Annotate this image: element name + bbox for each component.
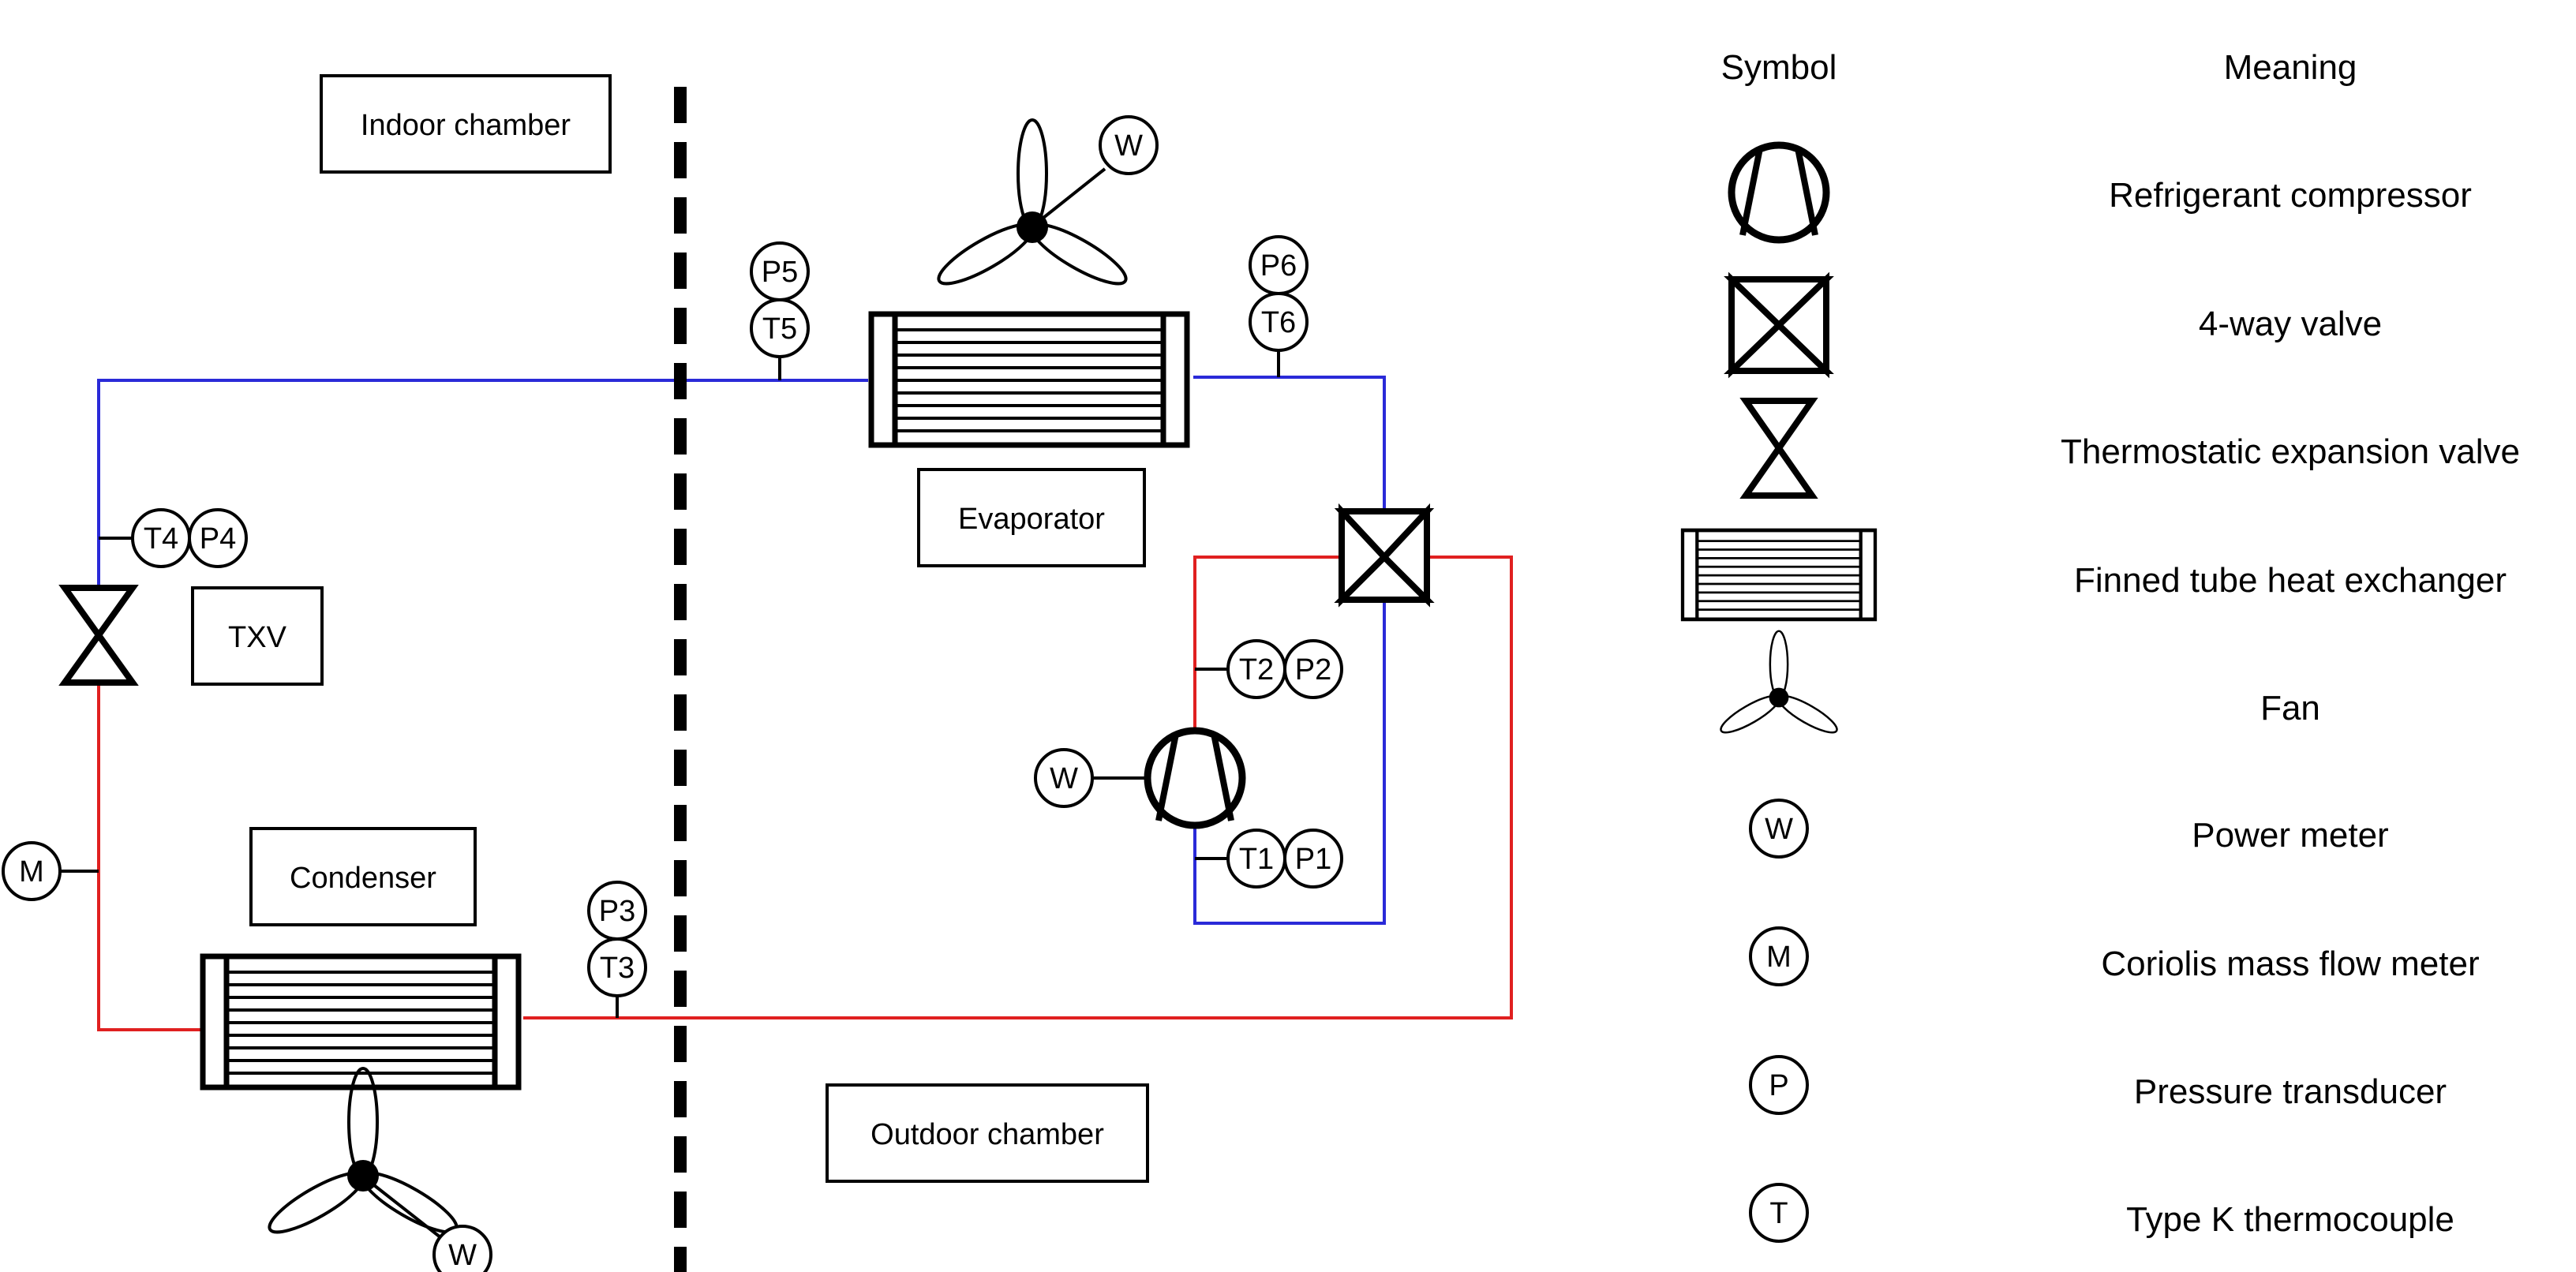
indoor-chamber-label: Indoor chamber: [320, 74, 612, 174]
legend-meaning-four-way-valve: 4-way valve: [2199, 305, 2382, 343]
legend-compressor-icon: [1728, 141, 1830, 244]
legend-mass-flow-meter-symbol: M: [1749, 926, 1809, 986]
evaporator-fan-power-meter: W: [1099, 115, 1159, 175]
sensor-T6: T6: [1249, 292, 1309, 352]
svg-text:Outdoor chamber: Outdoor chamber: [871, 1118, 1104, 1151]
outdoor-chamber-label: Outdoor chamber: [826, 1083, 1149, 1183]
discharge-pipe: [1193, 556, 1342, 738]
svg-text:T3: T3: [600, 952, 635, 985]
svg-text:T4: T4: [144, 522, 178, 556]
legend-meaning-heat-exchanger: Finned tube heat exchanger: [2074, 561, 2507, 600]
condenser-to-txv-pipe: [97, 683, 203, 1031]
sensor-P1: P1: [1283, 829, 1343, 889]
legend-meaning-expansion-valve: Thermostatic expansion valve: [2061, 432, 2520, 471]
sensor-T4: T4: [131, 508, 191, 568]
legend-header-symbol: Symbol: [1721, 48, 1837, 87]
legend-meaning-fan: Fan: [2260, 689, 2320, 728]
svg-text:W: W: [1114, 129, 1143, 163]
svg-text:Condenser: Condenser: [290, 862, 436, 895]
sensor-P4: P4: [188, 508, 248, 568]
svg-text:T6: T6: [1261, 306, 1296, 339]
legend-heat-exchanger-icon: [1683, 530, 1875, 619]
sensor-P6: P6: [1249, 235, 1309, 295]
hot-refrigerant-lines: [97, 556, 1513, 1031]
legend-meaning-thermocouple: Type K thermocouple: [2126, 1200, 2454, 1239]
svg-text:T: T: [1769, 1197, 1788, 1230]
legend-meaning-power-meter: Power meter: [2192, 816, 2388, 855]
sensor-P5: P5: [750, 241, 810, 301]
evaporator-label: Evaporator: [917, 468, 1146, 567]
condenser-fan-power-lead: [373, 1184, 442, 1239]
legend: Symbol Meaning Refrigerant compressor 4-…: [1683, 48, 2520, 1243]
svg-text:W: W: [448, 1239, 477, 1272]
txv-label: TXV: [191, 586, 324, 686]
evap-to-valve-pipe: [1193, 376, 1386, 511]
sensor-T2: T2: [1226, 639, 1286, 699]
svg-text:M: M: [19, 855, 44, 889]
svg-text:M: M: [1766, 941, 1792, 974]
legend-meaning-pressure-transducer: Pressure transducer: [2134, 1072, 2447, 1111]
svg-text:W: W: [1050, 762, 1078, 795]
compressor-power-meter: W: [1034, 748, 1094, 808]
legend-expansion-valve-icon: [1739, 398, 1818, 499]
svg-text:P2: P2: [1295, 653, 1331, 687]
valve-to-condenser-pipe: [523, 556, 1513, 1019]
svg-text:P1: P1: [1295, 843, 1331, 876]
legend-meaning-mass-flow-meter: Coriolis mass flow meter: [2101, 945, 2479, 983]
condenser-fan-power-meter: W: [432, 1225, 492, 1272]
svg-text:T5: T5: [762, 312, 797, 346]
sensor-P2: P2: [1283, 639, 1343, 699]
sensor-T5: T5: [750, 298, 810, 358]
svg-text:P: P: [1769, 1069, 1788, 1102]
sensor-T1: T1: [1226, 829, 1286, 889]
four-way-valve-icon: [1334, 503, 1435, 608]
svg-text:TXV: TXV: [228, 621, 287, 654]
svg-text:P3: P3: [599, 895, 635, 928]
evaporator-heat-exchanger: [871, 314, 1187, 445]
legend-power-meter-symbol: W: [1749, 799, 1809, 859]
legend-thermocouple-symbol: T: [1749, 1183, 1809, 1243]
mass-flow-meter: M: [2, 841, 62, 901]
cold-refrigerant-lines: [97, 376, 1386, 925]
svg-text:Evaporator: Evaporator: [958, 503, 1105, 536]
svg-text:P5: P5: [762, 256, 798, 289]
sensor-T3: T3: [587, 937, 647, 997]
legend-header-meaning: Meaning: [2224, 48, 2357, 87]
legend-four-way-valve-icon: [1724, 271, 1834, 379]
svg-text:P4: P4: [200, 522, 236, 556]
condenser-label: Condenser: [249, 827, 477, 926]
svg-text:P6: P6: [1260, 249, 1297, 282]
sensor-P3: P3: [587, 881, 647, 941]
top-cold-pipe: [97, 379, 868, 588]
svg-text:W: W: [1765, 813, 1793, 846]
svg-text:T2: T2: [1239, 653, 1274, 687]
legend-meaning-compressor: Refrigerant compressor: [2109, 176, 2472, 215]
legend-pressure-transducer-symbol: P: [1749, 1055, 1809, 1115]
compressor-icon: [1144, 727, 1246, 829]
svg-text:T1: T1: [1239, 843, 1274, 876]
evaporator-fan-power-lead: [1042, 167, 1106, 219]
legend-fan-icon: [1716, 630, 1842, 740]
expansion-valve-icon: [58, 585, 139, 686]
svg-text:Indoor chamber: Indoor chamber: [361, 109, 571, 142]
suction-loop-pipe: [1193, 600, 1386, 925]
condenser-fan-icon: [261, 1067, 465, 1244]
